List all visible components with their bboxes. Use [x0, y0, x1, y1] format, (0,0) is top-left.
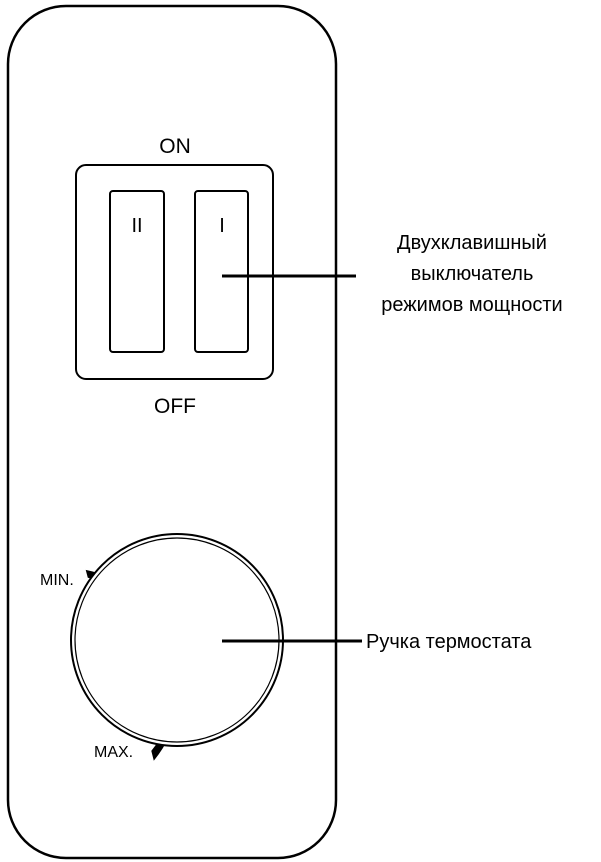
thermostat-max-label: MAX.	[94, 744, 133, 761]
switch-callout-line2: выключатель	[411, 263, 534, 285]
switch-callout-line1: Двухклавишный	[397, 232, 547, 254]
rocker-key-ii[interactable]	[109, 190, 165, 353]
switch-frame	[75, 164, 274, 380]
switch-on-label: ON	[159, 135, 191, 158]
switch-callout-line3: режимов мощности	[381, 294, 562, 316]
rocker-key-ii-label: II	[131, 215, 142, 237]
knob-callout: Ручка термостата	[366, 631, 532, 653]
rocker-key-i[interactable]	[194, 190, 249, 353]
switch-off-label: OFF	[154, 395, 196, 418]
thermostat-min-label: MIN.	[40, 572, 74, 589]
rocker-key-i-label: I	[219, 215, 225, 237]
